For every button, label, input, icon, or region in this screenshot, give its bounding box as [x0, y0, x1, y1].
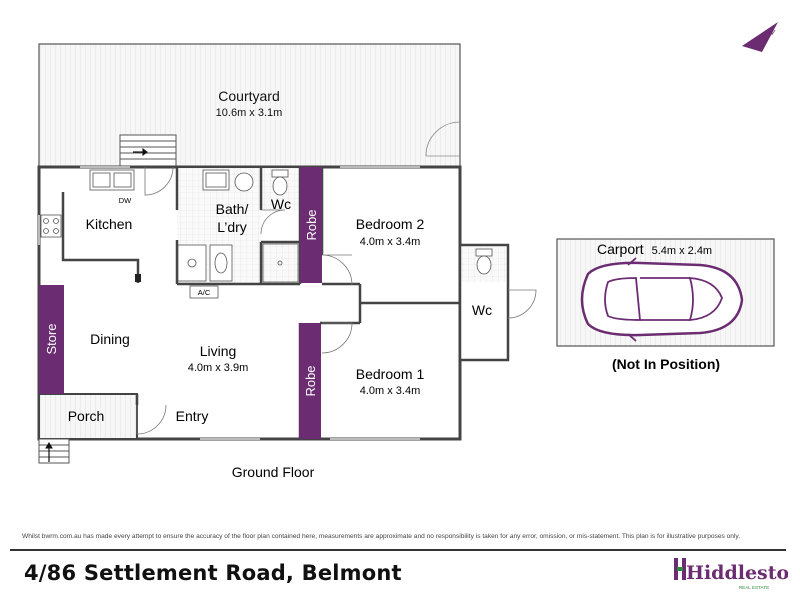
door-swings [136, 166, 353, 435]
wc-right-label: Wc [472, 302, 492, 318]
courtyard-label: Courtyard [218, 88, 279, 104]
logo-h-mark-icon [674, 558, 686, 580]
bedroom1-dims: 4.0m x 3.4m [360, 385, 421, 397]
bedroom2-label: Bedroom 2 [356, 216, 425, 232]
toilet-right [475, 248, 493, 275]
brand-tagline: REAL ESTATE [739, 585, 769, 590]
courtyard-dims: 10.6m x 3.1m [216, 107, 283, 119]
bedroom1-label: Bedroom 1 [356, 366, 425, 382]
bedroom2-dims: 4.0m x 3.4m [360, 236, 421, 248]
living-dims: 4.0m x 3.9m [188, 362, 249, 374]
carport-dims: 5.4m x 2.4m [652, 245, 713, 257]
arrow-up-icon [45, 442, 53, 462]
ac-label: A/C [198, 288, 211, 297]
porch-label: Porch [68, 408, 105, 424]
car-icon [580, 257, 744, 342]
robe-top [300, 167, 322, 283]
floor-plan: N Courtyard 10.6m x 3.1m Kitchen DW Bath… [37, 22, 778, 480]
washing-machine [234, 172, 254, 192]
courtyard-door-swing [425, 121, 461, 157]
ac-unit [189, 285, 219, 299]
laundry-tub [202, 169, 230, 191]
kitchen-sink [89, 169, 135, 191]
carport-label: Carport 5.4m x 2.4m [597, 241, 712, 257]
store-block [39, 285, 64, 394]
windows [38, 166, 420, 440]
store-label: Store [44, 323, 59, 354]
dw-label: DW [119, 196, 132, 205]
disclaimer-text: Whilst bwrm.com.au has made every attemp… [22, 533, 741, 540]
wc-annex-door [507, 289, 537, 319]
property-address: 4/86 Settlement Road, Belmont [24, 561, 402, 585]
wc-top-label: Wc [271, 196, 291, 212]
hiddleston-logo: Hiddleston REAL ESTATE [674, 558, 788, 590]
shower-base [262, 243, 299, 283]
kitchen-label: Kitchen [86, 216, 133, 232]
bath-label-line1: Bath/ [216, 201, 249, 217]
svg-text:N: N [767, 26, 777, 37]
carport-note: (Not In Position) [612, 356, 720, 372]
north-arrow-icon: N [742, 22, 778, 52]
courtyard-area [38, 43, 461, 168]
brand-name: Hiddleston [686, 562, 788, 584]
shower-tiles [262, 242, 300, 284]
fridge-post [135, 274, 141, 282]
carport-name: Carport [597, 241, 644, 257]
robe-bottom [299, 323, 321, 439]
porch-steps [38, 438, 70, 464]
living-label: Living [200, 343, 237, 359]
cooktop [40, 214, 62, 238]
robe-bottom-label: Robe [303, 365, 318, 396]
arrow-right-icon [133, 148, 148, 156]
toilet-top [271, 169, 289, 196]
bath-label-line2: L’dry [217, 219, 247, 235]
dining-label: Dining [90, 331, 130, 347]
bath-shower [177, 244, 207, 282]
robe-top-label: Robe [304, 209, 319, 240]
vanity [209, 244, 233, 282]
floor-label: Ground Floor [232, 464, 315, 480]
courtyard-steps [119, 134, 177, 168]
footer-divider [10, 549, 786, 551]
entry-label: Entry [176, 408, 209, 424]
